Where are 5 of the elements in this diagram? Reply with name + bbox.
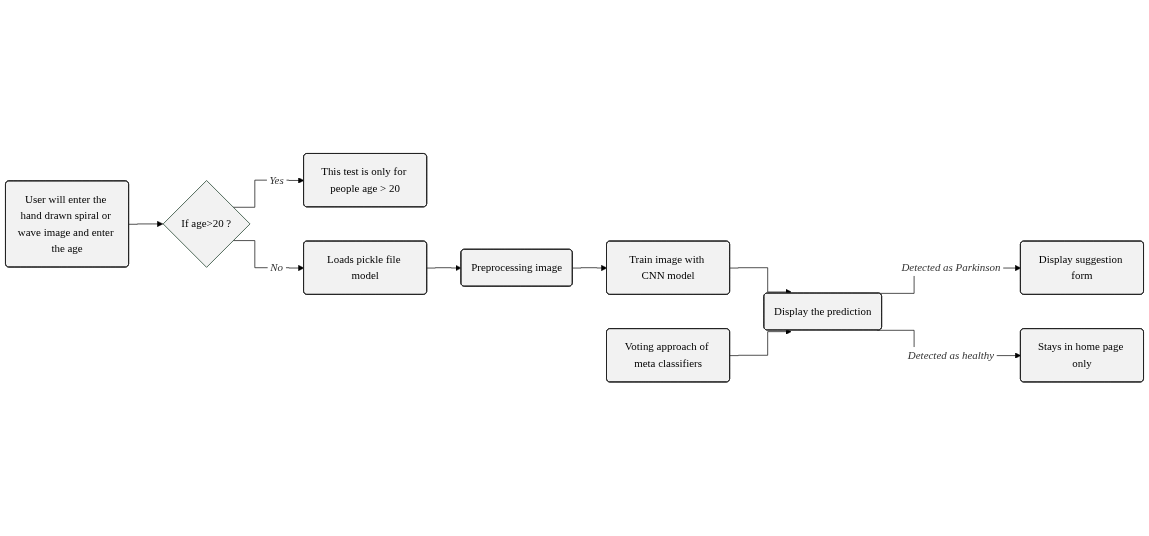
edge-label: No <box>270 261 283 274</box>
edge-label: Yes <box>269 174 284 186</box>
node-diamond: If age>20 ? <box>162 180 251 269</box>
edge-label: Detected as Parkinson <box>901 261 1001 274</box>
edge-label: Detected as healthy <box>907 349 995 362</box>
